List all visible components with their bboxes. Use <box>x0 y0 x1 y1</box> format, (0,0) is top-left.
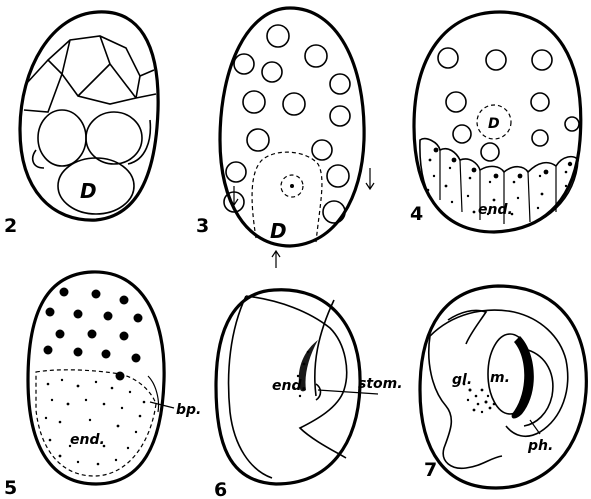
endoderm-region-5 <box>36 370 156 476</box>
figure-7: gl. m. ph. 7 <box>420 286 586 488</box>
figure-number-6: 6 <box>214 479 227 499</box>
nucleus <box>532 50 552 70</box>
muscle-dark-band-7 <box>512 336 534 419</box>
stomodaeum-6 <box>315 300 334 396</box>
cell-contour-2 <box>33 120 151 168</box>
nucleus <box>565 117 579 131</box>
label-d-fig2: D <box>80 179 97 203</box>
nucleus <box>234 54 254 74</box>
nucleus <box>330 106 350 126</box>
arrow-right-3 <box>366 168 374 189</box>
cell-d-dashed-3 <box>252 152 322 242</box>
label-bp-fig5: bp. <box>176 402 201 418</box>
label-d-fig3: D <box>270 219 287 243</box>
nucleus <box>453 125 471 143</box>
label-end-fig4: end. <box>478 202 513 218</box>
nucleus <box>243 91 265 113</box>
arrow-bottom-3 <box>272 251 280 268</box>
nuclei-4 <box>438 48 579 161</box>
figure-number-3: 3 <box>196 215 209 237</box>
figure-number-5: 5 <box>4 477 17 499</box>
nuclei-3 <box>224 25 350 223</box>
blastopore-fold-5 <box>148 376 159 412</box>
nucleus <box>305 45 327 67</box>
label-gl-fig7: gl. <box>452 372 472 388</box>
label-end-fig5: end. <box>70 432 105 448</box>
label-d-fig4: D <box>488 116 500 132</box>
endoderm-stipple-5 <box>45 379 146 466</box>
gland-7 <box>448 310 486 344</box>
nucleus <box>283 93 305 115</box>
nucleus <box>312 140 332 160</box>
nucleus <box>226 162 246 182</box>
figure-2: D 2 <box>4 12 158 237</box>
embryo-3-outline <box>220 8 364 246</box>
figure-number-4: 4 <box>410 203 423 225</box>
label-m-fig7: m. <box>490 370 510 386</box>
figure-3: D 3 <box>196 8 374 268</box>
blastomere-right-2 <box>86 112 142 164</box>
label-end-fig6: end. <box>272 378 307 394</box>
nuclei-5 <box>44 288 143 381</box>
figure-number-2: 2 <box>4 215 17 237</box>
d-nucleolus-3 <box>290 184 294 188</box>
nucleus <box>446 92 466 112</box>
nucleus <box>247 129 269 151</box>
nucleus <box>267 25 289 47</box>
embryo-5-outline <box>28 272 164 484</box>
figure-number-7: 7 <box>424 459 437 481</box>
nucleus <box>532 130 548 146</box>
nucleus <box>327 165 349 187</box>
label-ph-fig7: ph. <box>527 438 553 454</box>
stomodaeum-opening-6 <box>316 384 321 400</box>
nucleus <box>323 201 345 223</box>
embryo-7-outline <box>420 286 586 488</box>
nucleus <box>531 93 549 111</box>
figure-4: D end. 4 <box>410 12 581 232</box>
figure-6: end. stom. 6 <box>214 290 403 499</box>
nucleus <box>330 74 350 94</box>
nucleus <box>486 50 506 70</box>
nucleus <box>481 143 499 161</box>
nucleus <box>438 48 458 68</box>
label-stom-fig6: stom. <box>358 376 403 392</box>
nucleus <box>262 62 282 82</box>
blastomere-left-2 <box>38 110 86 166</box>
figure-5: bp. end. 5 <box>4 272 201 499</box>
